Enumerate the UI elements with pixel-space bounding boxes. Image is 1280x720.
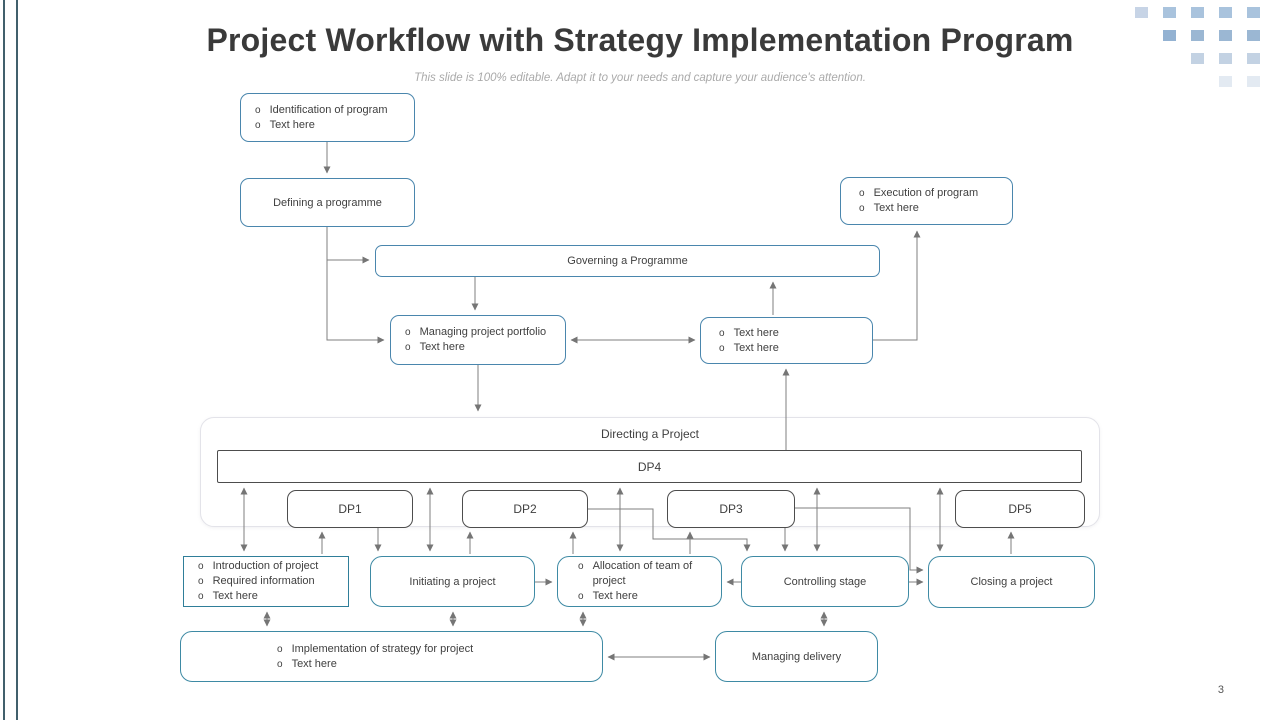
box-label: DP1 (338, 502, 362, 516)
box-label: DP4 (637, 459, 662, 474)
box-label: Closing a project (970, 576, 1053, 588)
execution-of-program-box: Execution of program Text here (840, 177, 1013, 225)
managing-delivery-box: Managing delivery (715, 631, 878, 682)
box-label: DP2 (513, 502, 537, 516)
governing-a-programme-box: Governing a Programme (375, 245, 880, 277)
bullet-text: Text here (873, 202, 919, 214)
controlling-stage-box: Controlling stage (741, 556, 909, 607)
bullet-text: Identification of program (269, 103, 388, 116)
dp5-box: DP5 (955, 490, 1085, 528)
bullet-text: Introduction of project (212, 560, 319, 572)
page-number: 3 (1217, 684, 1224, 696)
introduction-of-project-box: Introduction of project Required informa… (183, 556, 349, 607)
implementation-of-strategy-box: Implementation of strategy for project T… (180, 631, 603, 682)
slide-subtitle: This slide is 100% editable. Adapt it to… (414, 72, 866, 84)
box-label: DP5 (1008, 502, 1032, 516)
box-label: Controlling stage (783, 575, 867, 588)
managing-project-portfolio-box: Managing project portfolio Text here (390, 315, 566, 365)
bullet-text: Execution of program (873, 187, 979, 199)
program-text-here-box: Text here Text here (700, 317, 873, 364)
bullet-text: Allocation of team of project (592, 560, 693, 587)
initiating-a-project-box: Initiating a project (370, 556, 535, 607)
bullet-text: Text here (291, 657, 337, 670)
slide-title: Project Workflow with Strategy Implement… (206, 22, 1074, 58)
bullet-text: Text here (212, 590, 258, 602)
allocation-of-team-box: Allocation of team of project Text here (557, 556, 722, 607)
dp1-box: DP1 (287, 490, 413, 528)
bullet-text: Text here (269, 118, 315, 131)
bullet-text: Text here (733, 341, 779, 354)
dp4-box: DP4 (217, 450, 1082, 483)
bullet-text: Text here (592, 590, 638, 602)
box-label: Defining a programme (273, 196, 382, 209)
box-label: DP3 (719, 502, 743, 516)
left-border-bar-inner (16, 0, 18, 720)
left-border-bar-outer (3, 0, 5, 720)
defining-a-programme-box: Defining a programme (240, 178, 415, 227)
bullet-text: Required information (212, 575, 315, 587)
box-label: Governing a Programme (567, 255, 688, 267)
directing-a-project-title: Directing a Project (600, 427, 700, 441)
box-label: Initiating a project (409, 575, 496, 588)
closing-a-project-box: Closing a project (928, 556, 1095, 608)
bullet-text: Implementation of strategy for project (291, 642, 474, 655)
dp2-box: DP2 (462, 490, 588, 528)
identification-of-program-box: Identification of program Text here (240, 93, 415, 142)
box-label: Managing delivery (751, 650, 842, 663)
dp3-box: DP3 (667, 490, 795, 528)
bullet-text: Managing project portfolio (419, 326, 547, 338)
bullet-text: Text here (419, 341, 465, 353)
bullet-text: Text here (733, 326, 779, 339)
